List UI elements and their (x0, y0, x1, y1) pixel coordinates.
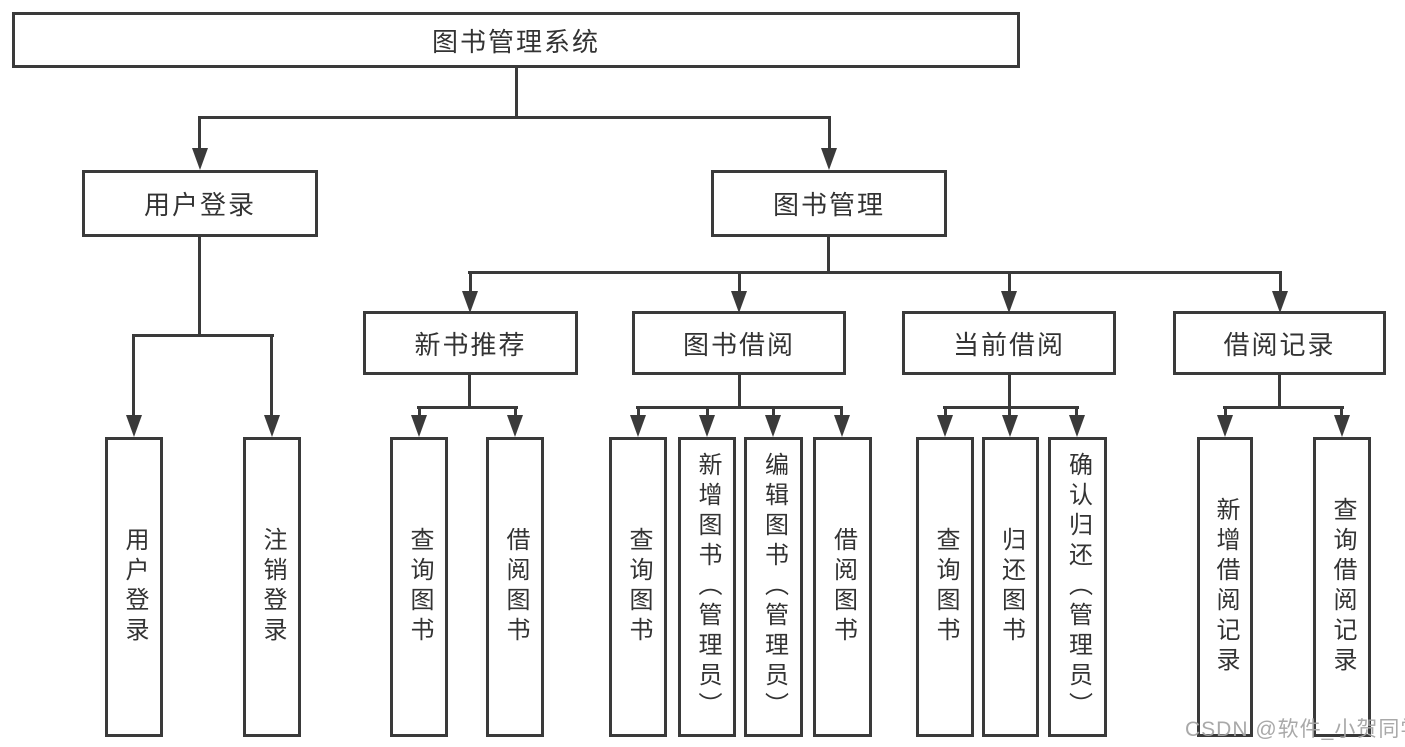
node-leaf-return-books: 归还图书 (982, 437, 1039, 737)
node-label: 图书管理 (772, 190, 885, 220)
connector-line (198, 116, 831, 119)
node-leaf-borrow-books: 借阅图书 (813, 437, 872, 737)
connector-line (1224, 406, 1227, 418)
node-leaf-query-books-recommend: 查询图书 (390, 437, 448, 737)
node-label: 借阅图书 (829, 527, 857, 647)
node-leaf-user-login: 用户登录 (105, 437, 163, 737)
node-label: 借阅图书 (502, 527, 529, 647)
arrowhead-down-icon (411, 415, 427, 437)
node-label: 新增借阅记录 (1212, 497, 1239, 677)
node-leaf-borrow-books-recommend: 借阅图书 (486, 437, 544, 737)
node-label: 确认归还（管理员） (1064, 452, 1092, 722)
node-label: 借阅记录 (1223, 329, 1336, 360)
node-new-book-recommend: 新书推荐 (363, 311, 578, 375)
connector-line (1008, 406, 1011, 418)
node-label: 新增图书（管理员） (694, 452, 721, 722)
arrowhead-down-icon (1002, 415, 1018, 437)
node-leaf-logout: 注销登录 (243, 437, 301, 737)
node-borrowing-records: 借阅记录 (1173, 311, 1386, 375)
connector-line (827, 236, 830, 274)
connector-line (418, 406, 421, 418)
connector-line (515, 68, 518, 117)
connector-line (1223, 406, 1344, 409)
connector-line (469, 271, 472, 293)
node-current-borrowing: 当前借阅 (902, 311, 1116, 375)
connector-line (468, 375, 471, 409)
connector-line (840, 406, 843, 418)
node-label: 图书管理系统 (431, 26, 600, 57)
connector-line (468, 271, 1282, 274)
node-leaf-query-books-current: 查询图书 (916, 437, 974, 737)
arrowhead-down-icon (192, 148, 208, 170)
node-user-login: 用户登录 (82, 170, 318, 237)
connector-line (738, 375, 741, 409)
arrowhead-down-icon (937, 415, 953, 437)
connector-line (1279, 271, 1282, 293)
connector-line (1075, 406, 1078, 418)
connector-line (1278, 375, 1281, 409)
node-leaf-add-borrow-record: 新增借阅记录 (1197, 437, 1253, 737)
node-leaf-query-books-borrowing: 查询图书 (609, 437, 667, 737)
connector-line (772, 406, 775, 418)
node-label: 图书借阅 (682, 329, 795, 360)
arrowhead-down-icon (821, 148, 837, 170)
csdn-watermark: CSDN @软件_小贺同学 (1185, 718, 1405, 741)
arrowhead-down-icon (765, 415, 781, 437)
node-book-management: 图书管理 (711, 170, 947, 237)
connector-line (943, 406, 1079, 409)
connector-line (198, 116, 201, 150)
arrowhead-down-icon (1217, 415, 1233, 437)
connector-line (1008, 271, 1011, 293)
arrowhead-down-icon (507, 415, 523, 437)
connector-line (132, 334, 135, 417)
connector-line (1340, 406, 1343, 418)
node-label: 新书推荐 (414, 329, 527, 360)
node-leaf-edit-books-admin: 编辑图书（管理员） (744, 437, 803, 737)
arrowhead-down-icon (1069, 415, 1085, 437)
connector-line (270, 334, 273, 417)
arrowhead-down-icon (699, 415, 715, 437)
connector-line (1008, 375, 1011, 409)
arrowhead-down-icon (264, 415, 280, 437)
arrowhead-down-icon (1334, 415, 1350, 437)
connector-line (514, 406, 517, 418)
connector-line (706, 406, 709, 418)
node-label: 用户登录 (143, 190, 256, 220)
node-label: 编辑图书（管理员） (760, 452, 788, 722)
arrowhead-down-icon (126, 415, 142, 437)
arrowhead-down-icon (462, 291, 478, 313)
node-label: 当前借阅 (952, 329, 1065, 360)
connector-line (738, 271, 741, 293)
connector-line (417, 406, 518, 409)
arrowhead-down-icon (630, 415, 646, 437)
node-label: 用户登录 (121, 527, 148, 647)
connector-line (637, 406, 640, 418)
node-leaf-add-books-admin: 新增图书（管理员） (678, 437, 736, 737)
node-leaf-query-borrow-record: 查询借阅记录 (1313, 437, 1371, 737)
node-leaf-confirm-return-admin: 确认归还（管理员） (1048, 437, 1107, 737)
arrowhead-down-icon (1001, 291, 1017, 313)
node-label: 查询图书 (932, 527, 959, 647)
node-label: 查询图书 (625, 527, 652, 647)
arrowhead-down-icon (834, 415, 850, 437)
node-label: 查询借阅记录 (1329, 497, 1356, 677)
node-book-borrowing: 图书借阅 (632, 311, 846, 375)
arrowhead-down-icon (731, 291, 747, 313)
connector-line (828, 116, 831, 150)
connector-line (198, 236, 201, 337)
arrowhead-down-icon (1272, 291, 1288, 313)
connector-line (944, 406, 947, 418)
node-label: 归还图书 (997, 527, 1025, 647)
node-root-library-management-system: 图书管理系统 (12, 12, 1020, 68)
connector-line (636, 406, 842, 409)
connector-line (132, 334, 274, 337)
node-label: 注销登录 (259, 527, 286, 647)
node-label: 查询图书 (406, 527, 433, 647)
